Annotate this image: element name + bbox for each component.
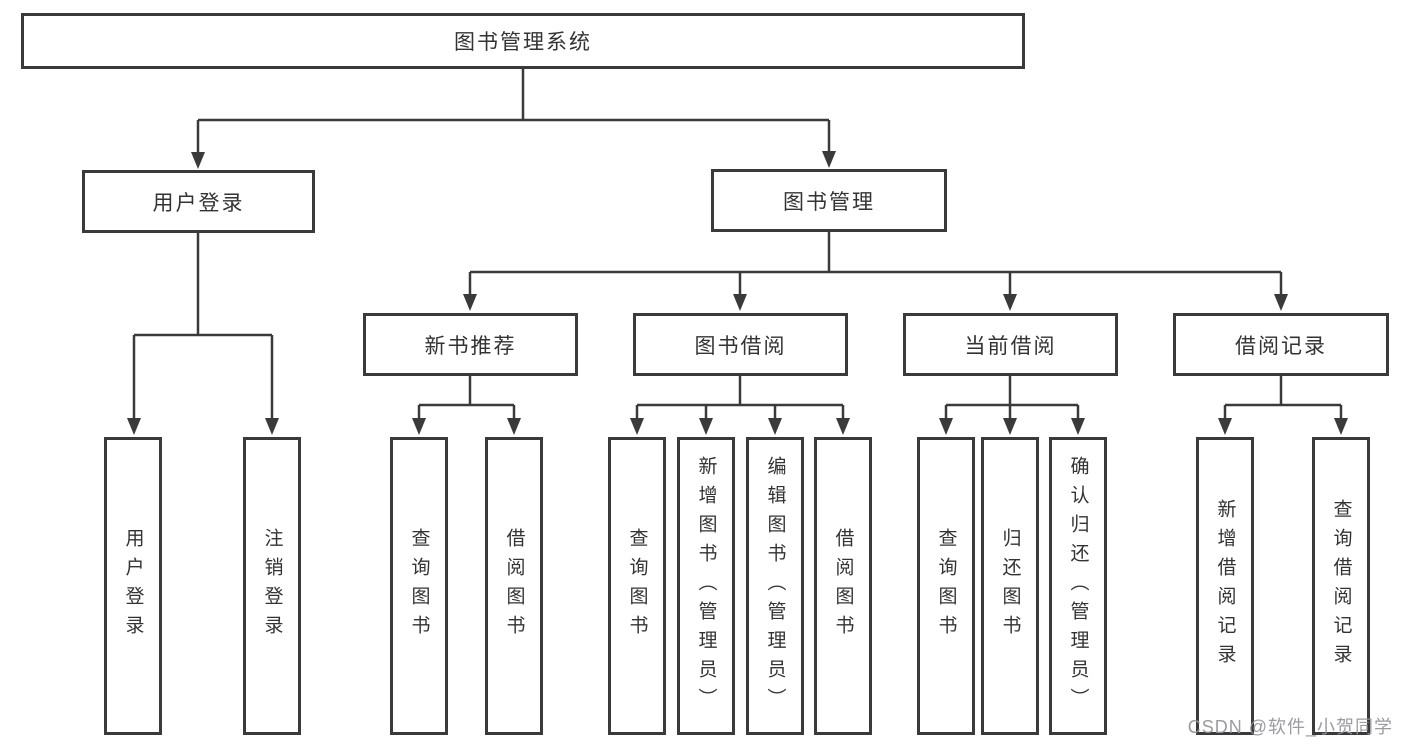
leaf-borrow-books: 借阅图书 [814,437,872,735]
leaf-query-books-recommend: 查询图书 [390,437,448,735]
leaf-edit-books-admin: 编辑图书（管理员） [746,437,804,735]
leaf-confirm-return-admin: 确认归还（管理员） [1049,437,1107,735]
connector-root-to-level2 [191,69,836,169]
leaf-borrow-books-recommend: 借阅图书 [485,437,543,735]
node-new-book-recommend: 新书推荐 [363,313,578,376]
connector-current-borrow-children [939,376,1085,435]
node-current-borrowing-label: 当前借阅 [964,334,1057,358]
node-user-login: 用户登录 [82,170,315,233]
leaf-query-borrow-record: 查询借阅记录 [1312,437,1370,735]
leaf-query-books-borrowing-label: 查询图书 [626,528,648,644]
leaf-query-books-borrowing: 查询图书 [608,437,666,735]
leaf-query-borrow-record-label: 查询借阅记录 [1330,499,1352,673]
leaf-edit-books-admin-label: 编辑图书（管理员） [764,455,786,717]
leaf-confirm-return-admin-label: 确认归还（管理员） [1067,455,1089,717]
leaf-add-books-admin: 新增图书（管理员） [677,437,735,735]
connector-new-books-children [412,376,521,435]
node-root: 图书管理系统 [21,13,1025,69]
node-new-book-recommend-label: 新书推荐 [424,334,517,358]
node-book-borrowing-label: 图书借阅 [694,334,787,358]
leaf-borrow-books-label: 借阅图书 [832,528,854,644]
connector-book-borrow-children [630,376,850,435]
leaf-query-books-recommend-label: 查询图书 [408,528,430,644]
node-book-borrowing: 图书借阅 [633,313,848,376]
leaf-logout-label: 注销登录 [261,528,283,644]
node-borrow-records-label: 借阅记录 [1235,334,1327,358]
leaf-user-login-label: 用户登录 [122,528,144,644]
leaf-logout: 注销登录 [243,437,301,735]
csdn-watermark: CSDN @软件_小贺同学 [1187,717,1393,737]
leaf-return-books: 归还图书 [981,437,1039,735]
leaf-borrow-books-recommend-label: 借阅图书 [503,528,525,644]
leaf-add-books-admin-label: 新增图书（管理员） [695,455,717,717]
node-current-borrowing: 当前借阅 [903,313,1118,376]
leaf-user-login: 用户登录 [104,437,162,735]
leaf-query-books-current-label: 查询图书 [935,528,957,644]
node-book-management: 图书管理 [711,169,947,232]
node-user-login-label: 用户登录 [152,191,245,215]
node-root-label: 图书管理系统 [454,31,592,54]
leaf-query-books-current: 查询图书 [917,437,975,735]
connector-borrow-records-children [1218,376,1348,435]
connector-book-mgmt-children [463,232,1288,311]
node-book-management-label: 图书管理 [783,190,875,214]
leaf-add-borrow-record-label: 新增借阅记录 [1214,499,1236,673]
leaf-return-books-label: 归还图书 [999,528,1021,644]
leaf-add-borrow-record: 新增借阅记录 [1196,437,1254,735]
connector-user-login-children [127,233,279,435]
node-borrow-records: 借阅记录 [1173,313,1389,376]
